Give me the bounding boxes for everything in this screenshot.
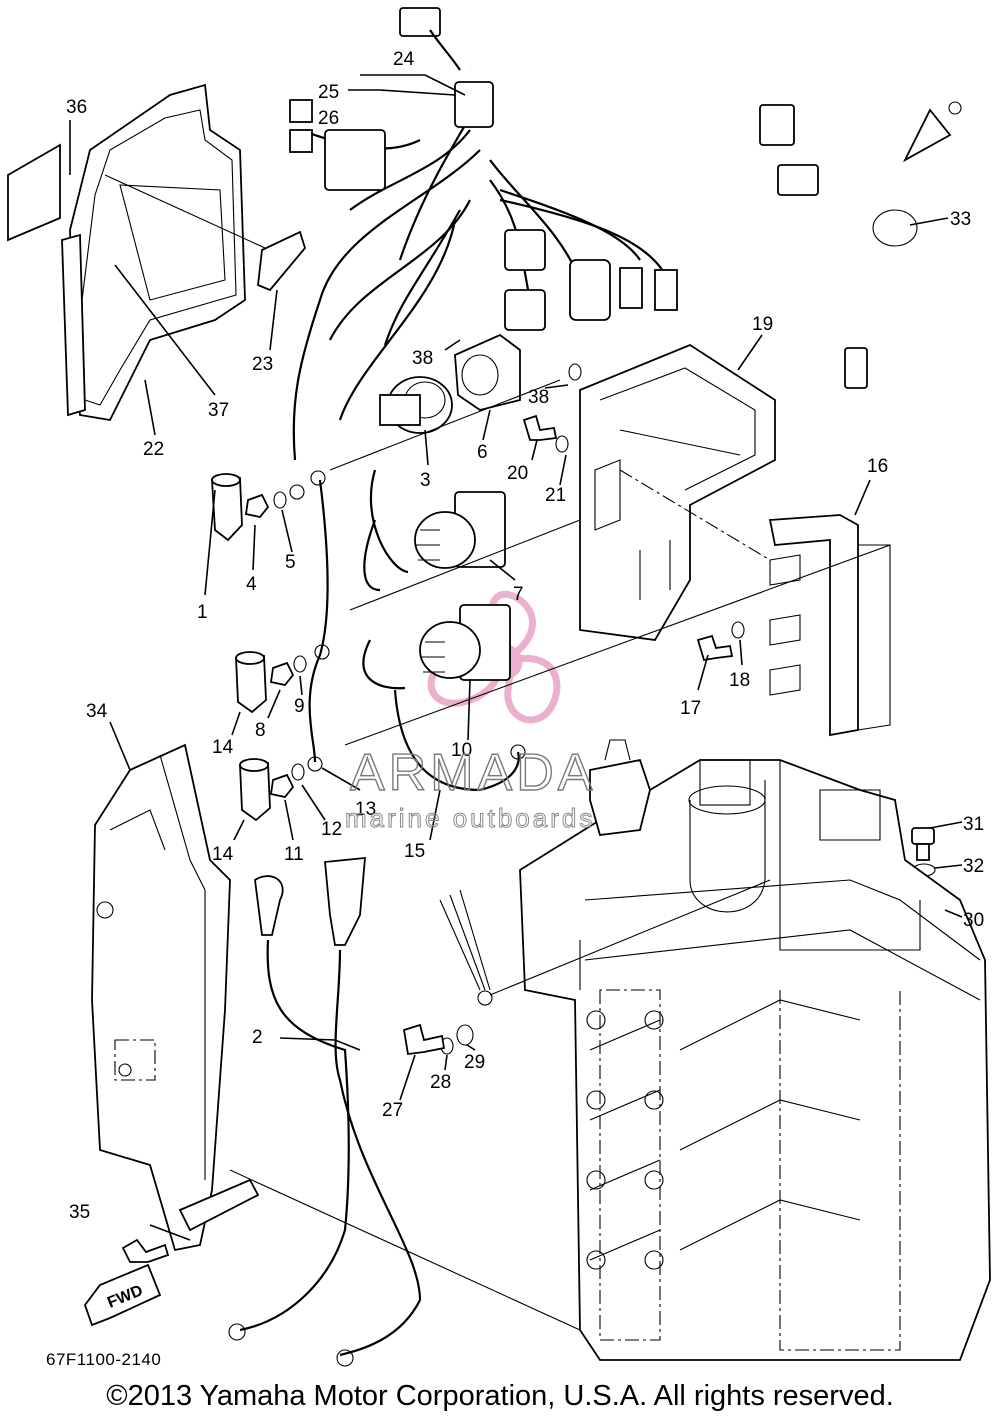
callout-27: 27 [382, 1100, 403, 1121]
part-6-holder-icon [454, 333, 521, 411]
part-19-bracket-icon [579, 343, 776, 641]
callout-22: 22 [143, 439, 164, 460]
part-10-rectifier-icon [419, 604, 511, 681]
rectifier-leads-icon [289, 469, 526, 792]
part-34-panel-icon [91, 743, 260, 1252]
part-22-cover-icon [61, 83, 246, 421]
callout-38a: 38 [412, 348, 433, 369]
callout-11: 11 [284, 844, 304, 865]
wire-harness-icon [289, 7, 962, 461]
callout-19: 19 [752, 314, 773, 335]
callout-18: 18 [729, 670, 750, 691]
callout-12: 12 [321, 819, 342, 840]
callout-17: 17 [680, 698, 701, 719]
callout-labels: 1 2 3 4 5 6 7 8 9 10 11 12 13 14 14 15 1… [66, 49, 984, 1223]
callout-29: 29 [464, 1052, 485, 1073]
part-1-cap-icon [211, 473, 243, 542]
callout-25: 25 [318, 82, 339, 103]
callout-33: 33 [950, 209, 971, 230]
callout-32: 32 [963, 856, 984, 877]
callout-14b: 14 [212, 844, 234, 865]
callout-23: 23 [252, 354, 273, 375]
callout-21: 21 [545, 485, 566, 506]
leader-lines [69, 74, 963, 1241]
watermark-tagline: marine outboards [345, 803, 595, 833]
callout-2: 2 [252, 1027, 263, 1048]
copyright-notice: ©2013 Yamaha Motor Corporation, U.S.A. A… [106, 1380, 894, 1412]
callout-34: 34 [86, 701, 108, 722]
fwd-arrow-icon: FWD [83, 1263, 162, 1327]
callout-28: 28 [430, 1072, 451, 1093]
callout-1: 1 [197, 602, 208, 623]
part-36-label-icon [7, 143, 61, 242]
ground-lead-icon [439, 889, 493, 1006]
callout-37: 37 [208, 400, 229, 421]
callout-24: 24 [393, 49, 415, 70]
callout-10: 10 [451, 740, 472, 761]
reference-lines-icon [104, 174, 921, 1331]
callout-36: 36 [66, 97, 87, 118]
callout-15: 15 [404, 841, 425, 862]
callout-6: 6 [477, 442, 488, 463]
part-14-cap-icon [235, 651, 271, 822]
callout-16: 16 [867, 456, 888, 477]
watermark-brand: ARMADA [350, 744, 596, 802]
engine-block-icon [519, 739, 991, 1361]
part-23-clip-icon [257, 230, 307, 292]
part-16-plate-icon [768, 514, 891, 737]
callout-7: 7 [513, 584, 524, 605]
part-3-relay-icon [379, 376, 453, 434]
callout-13: 13 [355, 799, 376, 820]
callout-9: 9 [294, 696, 305, 717]
callout-14a: 14 [212, 737, 234, 758]
callout-31: 31 [963, 814, 984, 835]
diagram-code: 67F1100-2140 [46, 1350, 162, 1369]
callout-4: 4 [246, 574, 257, 595]
callout-3: 3 [420, 470, 431, 491]
callout-26: 26 [318, 108, 339, 129]
callout-35: 35 [69, 1202, 90, 1223]
nuts-washers-icon [244, 363, 745, 1055]
part-7-rectifier-icon [414, 491, 506, 569]
callout-38b: 38 [528, 387, 549, 408]
callout-5: 5 [285, 552, 296, 573]
part-2-cable-icon [228, 856, 422, 1367]
callout-8: 8 [255, 720, 266, 741]
callout-20: 20 [507, 463, 528, 484]
callout-30: 30 [963, 910, 984, 931]
